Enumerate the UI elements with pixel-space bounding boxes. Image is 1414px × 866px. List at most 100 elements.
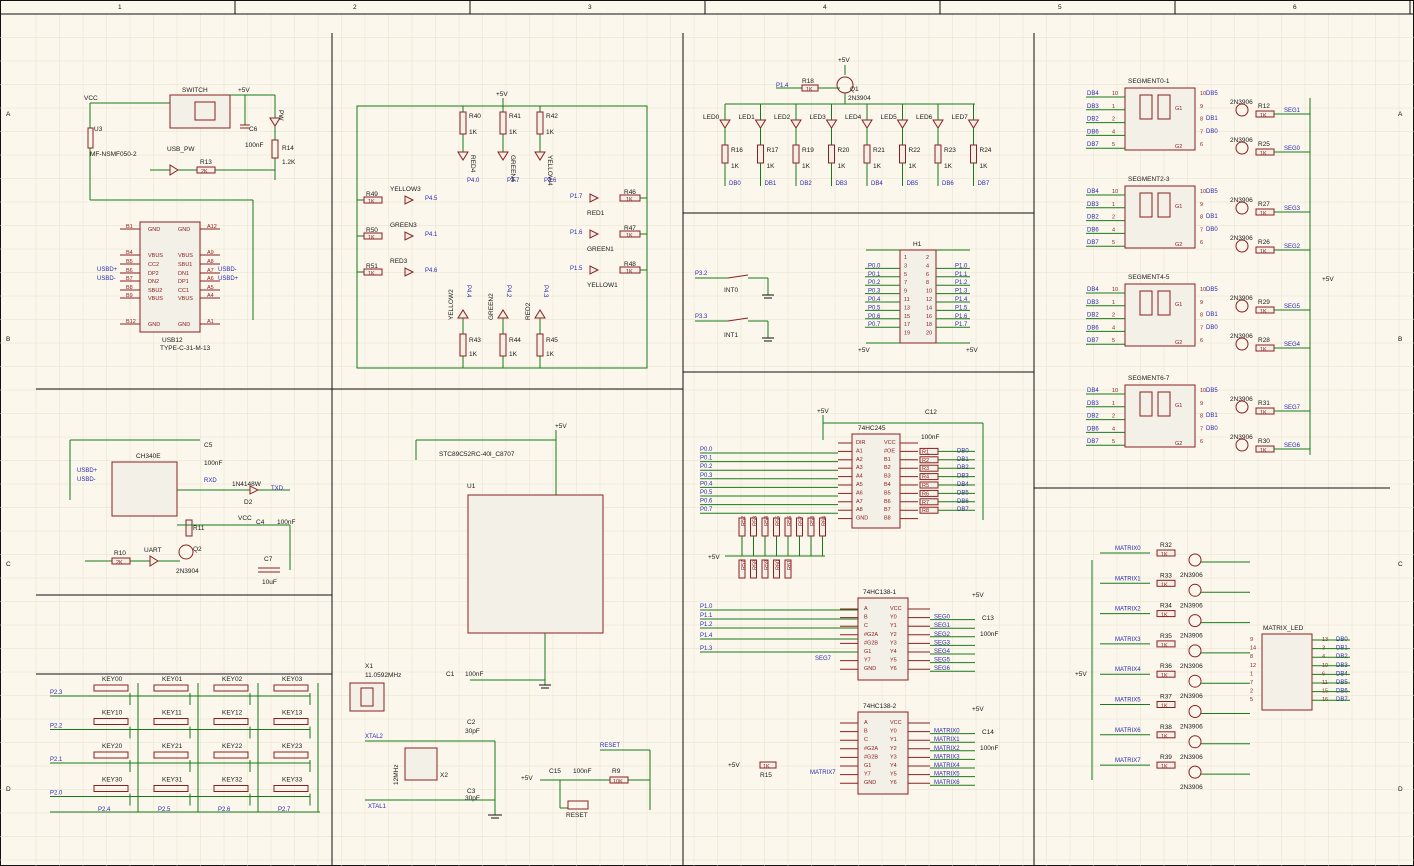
svg-text:30pF: 30pF	[465, 795, 480, 802]
decoder-pin: Y2	[890, 746, 897, 752]
resistor-ref: R54	[764, 516, 770, 526]
resistor-ref: R20	[838, 147, 850, 154]
segment-pin: 10	[1112, 388, 1118, 394]
r14	[271, 139, 279, 159]
svg-text:C5: C5	[204, 442, 213, 449]
segment-pin: 1	[1112, 202, 1115, 208]
resistor-ref: R50	[366, 227, 378, 234]
buffer-pin: B3	[884, 474, 891, 480]
matrix-net: MATRIX0	[1115, 546, 1141, 552]
svg-text:PW: PW	[277, 110, 284, 121]
net-label: DB5	[907, 181, 919, 187]
svg-text:C15: C15	[549, 768, 561, 775]
resistor	[499, 333, 507, 357]
transistor-part: 2N3906	[1180, 602, 1203, 609]
led-symbol	[589, 265, 600, 275]
svg-text:C6: C6	[249, 126, 258, 133]
decoder-output-net: SEG2	[934, 632, 951, 638]
header-net: P0.6	[868, 314, 881, 320]
resistor-ref: R19	[802, 147, 814, 154]
header-pin-number: 7	[904, 280, 907, 286]
net-label: DB2	[800, 181, 812, 187]
svg-text:Q1: Q1	[850, 86, 859, 93]
transistor	[1235, 141, 1249, 155]
interrupt-buttons: P3.2 INT0 P3.3 INT1	[695, 271, 774, 342]
svg-text:USBD-: USBD-	[218, 267, 237, 273]
int0-switch[interactable]	[727, 274, 749, 279]
header-pin-number: 16	[926, 314, 932, 320]
segment-net: SEG0	[1284, 146, 1301, 152]
usb-pin-number: A12	[207, 224, 217, 230]
svg-text:+5V: +5V	[1075, 671, 1087, 678]
segment-net: DB1	[1206, 214, 1218, 220]
key-switch	[213, 718, 249, 725]
resistor-ref: R25	[1258, 141, 1270, 148]
svg-text:P3.2: P3.2	[695, 271, 708, 277]
usb-pin-number: A9	[207, 250, 214, 256]
key-name: KEY33	[282, 777, 303, 784]
svg-text:INT0: INT0	[724, 287, 738, 294]
decoder-output-net: MATRIX6	[934, 780, 960, 786]
segment-net: DB2	[1087, 117, 1099, 123]
segment-net: DB7	[1087, 240, 1099, 246]
resistor-value: 1K	[469, 129, 478, 136]
key-name: KEY10	[102, 710, 123, 717]
segment-net: SEG3	[1284, 206, 1301, 212]
resistor	[759, 761, 777, 769]
net-label: DB1	[765, 181, 777, 187]
stc89c52-mcu: +5V STC89C52RC-40I_C8707 U1 C1 100nF	[415, 423, 604, 689]
int1-switch[interactable]	[727, 317, 749, 322]
segment-net: DB5	[1206, 388, 1218, 394]
digit-outline	[1139, 192, 1153, 218]
svg-text:MF-NSMF050-2: MF-NSMF050-2	[90, 151, 137, 158]
svg-text:C4: C4	[256, 519, 265, 526]
segment-net: DB1	[1206, 413, 1218, 419]
header-net: P1.5	[955, 305, 968, 311]
led-name: LED6	[916, 114, 933, 121]
header-pin-number: 13	[904, 305, 910, 311]
svg-text:USB_PW: USB_PW	[167, 146, 195, 153]
key-name: KEY03	[282, 676, 303, 683]
header-net: P1.7	[955, 322, 968, 328]
resistor-ref: R37	[1160, 694, 1172, 701]
key-name: KEY02	[222, 676, 243, 683]
resistor-value: 1K	[368, 235, 375, 241]
transistor-part: 2N3906	[1180, 663, 1203, 670]
svg-text:C1: C1	[446, 671, 455, 678]
decoder-input-net: P1.4	[700, 633, 713, 639]
resistor-ref: R27	[1258, 201, 1270, 208]
svg-text:UART: UART	[144, 547, 162, 554]
matrix-net: MATRIX5	[1115, 698, 1141, 704]
transistor-part: 2N3906	[1180, 633, 1203, 640]
resistor	[459, 333, 467, 357]
usb-power-section: VCC U3 MF-NSMF050-2 SWITCH +5V C6 100nF …	[84, 87, 296, 352]
svg-text:D2: D2	[244, 499, 253, 506]
led-symbol	[896, 119, 909, 129]
header-pin-number: 14	[926, 305, 932, 311]
led-driver-section: +5V P1.4 R18 1K Q1 2N3904 LED0R161KDB0LE…	[703, 57, 992, 187]
key-column-net: P2.6	[218, 807, 231, 813]
segment-pin: 6	[1200, 439, 1203, 445]
usb-pw-led	[169, 164, 179, 176]
usb-pin-name: DP2	[148, 271, 159, 277]
reset-button[interactable]	[567, 800, 589, 810]
resistor-ref: R51	[366, 263, 378, 270]
buffer-pin: B4	[884, 482, 891, 488]
key-name: KEY30	[102, 777, 123, 784]
resistor-ref: R8	[922, 508, 929, 514]
header-net: P0.5	[868, 305, 881, 311]
net-label: DB4	[871, 181, 883, 187]
row-label: C	[6, 561, 11, 568]
svg-text:R14: R14	[282, 145, 294, 152]
power-switch[interactable]	[169, 94, 231, 129]
resistor-ref: R58	[810, 516, 816, 526]
resistor-ref: R36	[1160, 663, 1172, 670]
segment-pin: 4	[1112, 227, 1115, 233]
segment-title: SEGMENT4-5	[1128, 274, 1170, 281]
buffer-pin: A5	[856, 482, 863, 488]
led-name: YELLOW2	[448, 289, 455, 320]
usb-pin-number: B4	[126, 250, 133, 256]
transistor	[1235, 299, 1249, 313]
